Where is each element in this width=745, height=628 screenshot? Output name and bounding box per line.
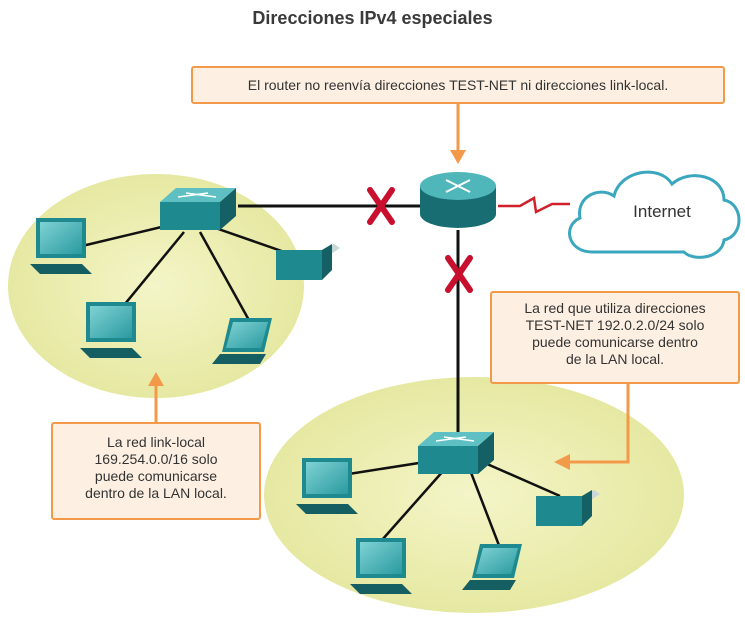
arrow-testnet-callout <box>554 384 630 470</box>
blocked-x-icon <box>367 187 395 225</box>
testnet-callout-line: La red que utiliza direcciones <box>524 300 706 316</box>
linklocal-callout-line: La red link-local <box>106 434 206 450</box>
testnet-callout-line: puede comunicarse dentro <box>532 334 698 350</box>
linklocal-callout-line: puede comunicarse <box>94 468 218 484</box>
laptop-icon <box>212 318 272 364</box>
lan-linklocal-area <box>8 174 304 398</box>
printer-icon <box>276 244 340 280</box>
router-callout-text: El router no reenvía direcciones TEST-NE… <box>247 77 669 93</box>
pc-icon <box>80 302 142 358</box>
laptop-icon <box>462 544 522 590</box>
arrow-router-callout <box>450 104 466 164</box>
testnet-callout-line: TEST-NET 192.0.2.0/24 solo <box>525 317 705 333</box>
pc-icon <box>350 538 412 594</box>
testnet-callout-line: de la LAN local. <box>565 351 665 367</box>
cloud-icon <box>568 170 741 259</box>
router-callout: El router no reenvía direcciones TEST-NE… <box>191 66 725 104</box>
arrow-linklocal-callout <box>148 372 164 422</box>
pc-icon <box>30 218 92 274</box>
linklocal-callout-line: dentro de la LAN local. <box>85 485 227 501</box>
printer-icon <box>536 490 600 526</box>
diagram-title: Direcciones IPv4 especiales <box>252 8 493 28</box>
router-icon <box>420 172 496 228</box>
testnet-callout: La red que utiliza direcciones TEST-NET … <box>490 291 740 384</box>
linklocal-callout-line: 169.254.0.0/16 solo <box>94 451 218 467</box>
linklocal-callout: La red link-local 169.254.0.0/16 solo pu… <box>51 422 261 520</box>
switch-icon <box>418 432 494 474</box>
switch-icon <box>160 188 236 230</box>
blocked-x-icon <box>445 255 473 293</box>
internet-label: Internet <box>633 202 691 221</box>
pc-icon <box>296 458 358 514</box>
wan-link <box>498 196 570 214</box>
